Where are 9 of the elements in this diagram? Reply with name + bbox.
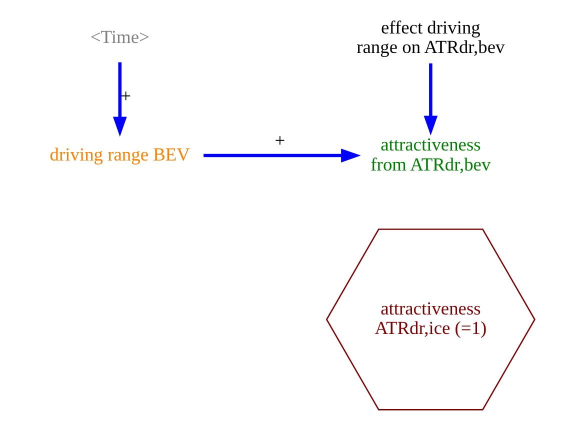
node-text: attractiveness from ATRdr,bev — [370, 134, 491, 174]
arrow — [204, 148, 361, 162]
arrow — [112, 62, 127, 137]
node-text: <Time> — [90, 27, 150, 48]
node-text: driving range BEV — [50, 144, 190, 164]
arrow — [424, 63, 438, 136]
edge-label: + — [120, 86, 132, 106]
edge-label: + — [274, 130, 286, 151]
node-text: effect driving range on ATRdr,bev — [356, 17, 505, 58]
